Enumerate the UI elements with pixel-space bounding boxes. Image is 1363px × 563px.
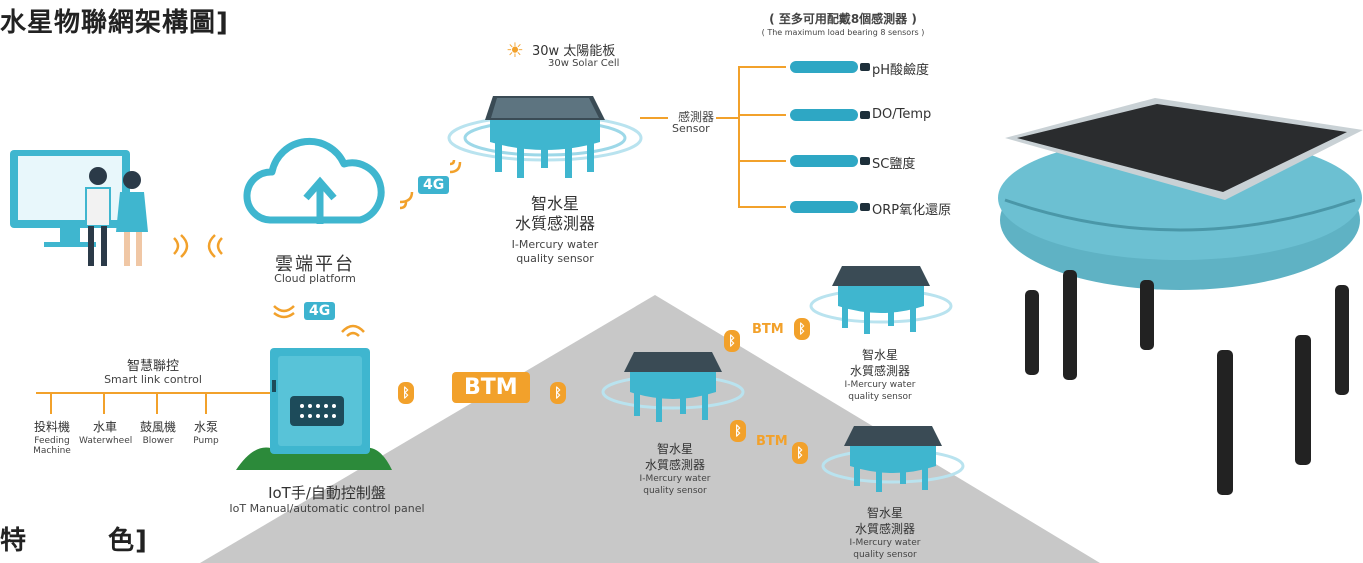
solar-label-zh: 30w 太陽能板 — [532, 44, 616, 59]
control-waterwheel-en: Waterwheel — [79, 436, 133, 446]
control-panel-illustration — [236, 348, 392, 470]
cloud-label-en: Cloud platform — [274, 272, 356, 285]
mesh-device-lower — [821, 426, 965, 492]
control-bus-line — [36, 392, 270, 394]
bluetooth-icon-3: ᛒ — [724, 330, 740, 352]
sensor-branch-3 — [738, 160, 786, 162]
mesh-lower-name-2: 水質感測器 — [854, 522, 915, 536]
panel-label-en: IoT Manual/automatic control panel — [229, 502, 425, 515]
control-drop-1 — [50, 392, 52, 414]
signal-icon — [399, 191, 414, 210]
solar-label-en: 30w Solar Cell — [548, 58, 620, 69]
control-drop-3 — [156, 392, 158, 414]
sensor-branch-2 — [738, 114, 786, 116]
control-feeder-zh: 投料機 — [33, 420, 70, 434]
btm-badge-lower: BTM — [756, 434, 788, 449]
control-pump-zh: 水泵 — [193, 420, 218, 434]
mesh-lower-name-1: 智水星 — [866, 506, 903, 520]
panel-label-zh: IoT手/自動控制盤 — [268, 484, 386, 502]
sensor-ph-label: pH酸鹼度 — [872, 63, 930, 78]
mesh-center-name-2: 水質感測器 — [644, 458, 705, 472]
smart-link-en: Smart link control — [104, 373, 202, 386]
bluetooth-icon-5: ᛒ — [730, 420, 746, 442]
sensor-orp-label: ORP氧化還原 — [872, 203, 952, 218]
cloud-icon — [243, 137, 385, 224]
mesh-center-en-1: I-Mercury water — [639, 474, 711, 484]
mesh-center-en-2: quality sensor — [643, 486, 707, 496]
btm-badge-large: BTM — [452, 372, 530, 403]
mesh-device-upper — [809, 266, 953, 334]
main-device-en-1: I-Mercury water — [511, 238, 599, 251]
sensor-probe-2 — [790, 109, 870, 121]
sensor-tree-vertical — [738, 66, 740, 208]
main-device-name-1: 智水星 — [530, 194, 579, 213]
bluetooth-icon-2: ᛒ — [550, 382, 566, 404]
control-blower-en: Blower — [142, 436, 174, 446]
control-waterwheel-zh: 水車 — [92, 420, 117, 434]
bluetooth-icon-4: ᛒ — [794, 318, 810, 340]
sensor-label-zh: 感測器 — [678, 110, 715, 124]
main-device-name-2: 水質感測器 — [514, 214, 595, 233]
control-drop-4 — [205, 392, 207, 414]
mesh-upper-en-2: quality sensor — [848, 392, 912, 402]
sensor-probe-3 — [790, 155, 870, 167]
gray-triangle-backdrop — [200, 295, 1100, 563]
sensor-branch-1 — [738, 66, 786, 68]
diagram-title: 水星物聯網架構圖] — [0, 8, 229, 38]
control-feeder-en: Feeding Machine — [33, 436, 71, 456]
mesh-device-center — [601, 352, 745, 422]
control-drop-2 — [103, 392, 105, 414]
users-monitor-illustration — [10, 150, 148, 266]
btm-badge-upper: BTM — [752, 322, 784, 337]
sensor-sc-label: SC鹽度 — [872, 157, 916, 172]
bluetooth-icon-6: ᛒ — [792, 442, 808, 464]
cloud-label-zh: 雲端平台 — [275, 254, 355, 275]
main-device-illustration — [447, 96, 643, 178]
mesh-upper-name-1: 智水星 — [861, 348, 898, 362]
signal-icon-2 — [449, 159, 462, 174]
sensor-label-en: Sensor — [672, 122, 710, 135]
signal-icon-3 — [273, 305, 295, 319]
mesh-center-name-1: 智水星 — [656, 442, 693, 456]
main-device-en-2: quality sensor — [516, 252, 594, 265]
sensor-do-label: DO/Temp — [872, 107, 932, 122]
features-title: 特 色] — [0, 526, 148, 556]
sensor-branch-4 — [738, 206, 786, 208]
large-device-render — [998, 98, 1363, 495]
sensor-link-line — [640, 117, 668, 119]
sun-icon: ☀ — [506, 38, 524, 62]
mesh-upper-en-1: I-Mercury water — [844, 380, 916, 390]
max-sensors-zh: ( 至多可用配戴8個感測器 ) — [769, 12, 917, 26]
sensor-probe-1 — [790, 61, 870, 73]
wifi-icon — [341, 324, 365, 337]
control-pump-en: Pump — [193, 436, 219, 446]
mesh-lower-en-1: I-Mercury water — [849, 538, 921, 548]
sensor-trunk-line — [716, 117, 738, 119]
badge-4g-main: 4G — [418, 176, 450, 194]
bluetooth-icon-1: ᛒ — [398, 382, 414, 404]
mesh-upper-name-2: 水質感測器 — [849, 364, 910, 378]
badge-4g-panel: 4G — [304, 302, 336, 320]
control-blower-zh: 鼓風機 — [139, 420, 176, 434]
sensor-probe-4 — [790, 201, 870, 213]
wireless-waves-icon — [173, 234, 223, 258]
mesh-lower-en-2: quality sensor — [853, 550, 917, 560]
smart-link-zh: 智慧聯控 — [126, 359, 179, 374]
max-sensors-en: ( The maximum load bearing 8 sensors ) — [761, 28, 925, 37]
